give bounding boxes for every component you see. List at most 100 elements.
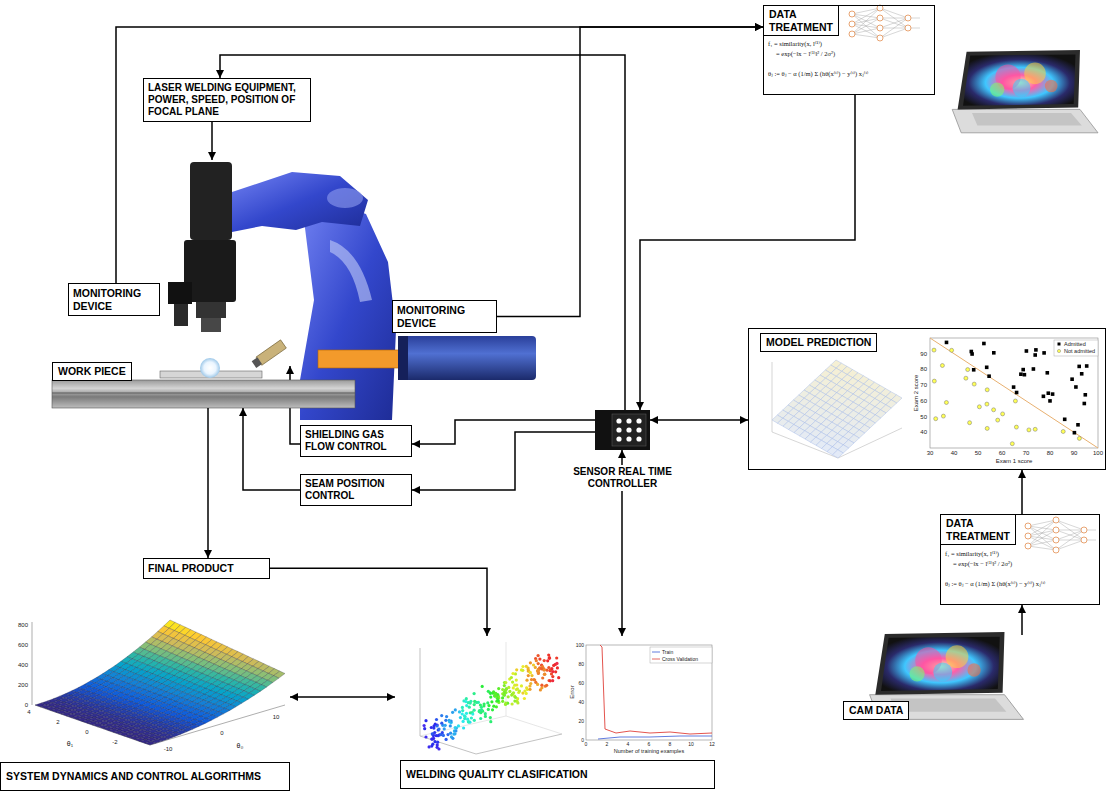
rejected-marker — [992, 408, 996, 412]
controller-dot — [616, 418, 621, 423]
cluster-point — [445, 715, 448, 718]
cluster-point — [552, 664, 555, 667]
cluster-point — [494, 695, 497, 698]
admitted-marker — [1032, 367, 1036, 371]
network-link — [880, 18, 908, 28]
laptop-display — [963, 55, 1076, 106]
rejected-marker — [985, 402, 989, 406]
cluster-point — [461, 706, 464, 709]
chart-label: 0 — [85, 729, 88, 735]
panel-title: SYSTEM DYNAMICS AND CONTROL ALGORITHMS — [0, 762, 290, 791]
admitted-marker — [1085, 364, 1089, 368]
cluster-point — [537, 662, 540, 665]
process-box: MONITORING DEVICE — [392, 300, 497, 333]
chart-label: 800 — [18, 622, 28, 628]
network-neuron — [849, 11, 855, 17]
admitted-marker — [972, 368, 976, 372]
rejected-marker — [932, 379, 936, 383]
cluster-point — [487, 708, 490, 711]
chart-label: Admitted — [1064, 342, 1086, 348]
fixture-rail — [52, 380, 355, 408]
legend-box — [650, 647, 712, 663]
network-link — [880, 18, 908, 38]
cluster-point — [489, 692, 492, 695]
controller-dot — [636, 427, 641, 432]
laptop-screen — [958, 50, 1080, 109]
cluster-point — [423, 727, 426, 730]
surface-patch — [833, 450, 844, 458]
train-curve — [598, 736, 712, 739]
chart-label: θ₁ — [67, 740, 73, 747]
cluster-point — [442, 734, 445, 737]
cluster-point — [484, 712, 487, 715]
cluster-point — [529, 671, 532, 674]
network-neuron — [1053, 527, 1059, 533]
network-link — [1056, 520, 1084, 540]
chart-label: 8 — [669, 742, 672, 747]
cluster-point — [461, 709, 464, 712]
camera-cap — [398, 336, 408, 380]
formula-text: f₁ = similarity(x, l⁽¹⁾) — [945, 551, 999, 558]
chart-label: 30 — [927, 450, 934, 456]
network-neuron — [1025, 543, 1031, 549]
connector-arrow — [243, 408, 300, 490]
cluster-point — [458, 710, 461, 713]
legend-box — [1054, 340, 1098, 356]
gas-nozzle — [251, 340, 286, 369]
cluster-point — [513, 700, 516, 703]
cluster-point — [481, 685, 484, 688]
box-label: MONITORING DEVICE — [393, 301, 496, 332]
color-splash — [1013, 79, 1031, 97]
admitted-marker — [1083, 402, 1087, 406]
cluster-point — [555, 656, 558, 659]
admitted-marker — [1042, 351, 1046, 355]
learning-curve — [586, 645, 712, 740]
cluster-point — [481, 710, 484, 713]
scatter-legend — [1054, 340, 1098, 356]
cluster-point — [543, 673, 546, 676]
cluster-point — [465, 697, 468, 700]
rejected-marker — [944, 401, 948, 405]
chart-label: 80 — [1047, 450, 1054, 456]
formula-text: θⱼ := θⱼ − α (1/m) Σ (hθ(x⁽ⁱ⁾) − y⁽ⁱ⁾) x… — [768, 71, 868, 78]
network-link — [1056, 530, 1084, 550]
network-link — [1056, 520, 1084, 530]
cost-surface — [35, 620, 285, 745]
cluster-point — [492, 690, 495, 693]
connector-arrow — [1021, 470, 1023, 514]
network-link — [1028, 540, 1056, 546]
network-link — [852, 8, 880, 14]
laptop-base — [952, 109, 1098, 132]
network-link — [1028, 546, 1056, 550]
neural-network-icon — [849, 5, 920, 41]
chart-label: 40 — [951, 450, 958, 456]
admitted-marker — [1015, 391, 1019, 395]
rejected-marker — [941, 414, 945, 418]
laptop-icon — [952, 50, 1098, 133]
network-link — [852, 34, 880, 38]
cluster-point — [431, 733, 434, 736]
figure-panel: DATA TREATMENT — [763, 5, 935, 95]
chart-label: -2 — [112, 739, 117, 745]
cluster-point — [554, 670, 557, 673]
cluster-point — [549, 679, 552, 682]
rejected-marker — [1010, 442, 1014, 446]
controller-icon — [595, 410, 650, 450]
legend-sample — [652, 659, 660, 660]
network-neuron — [1053, 517, 1059, 523]
box-label: FINAL PRODUCT — [144, 559, 269, 578]
chart-label: 60 — [999, 450, 1006, 456]
cluster-point — [471, 713, 474, 716]
cluster-point — [527, 668, 530, 671]
chart-label: 6 — [648, 742, 651, 747]
cluster-point — [545, 684, 548, 687]
nozzle-end — [252, 357, 262, 368]
cluster-point — [461, 712, 464, 715]
rejected-marker — [934, 417, 938, 421]
admitted-marker — [1042, 395, 1046, 399]
laptop-display — [881, 637, 1000, 691]
legend-sample — [652, 652, 660, 653]
admitted-marker — [1077, 365, 1081, 369]
camera-cylinder — [400, 336, 536, 380]
controller-label: SENSOR REAL TIME CONTROLLER — [558, 465, 688, 491]
